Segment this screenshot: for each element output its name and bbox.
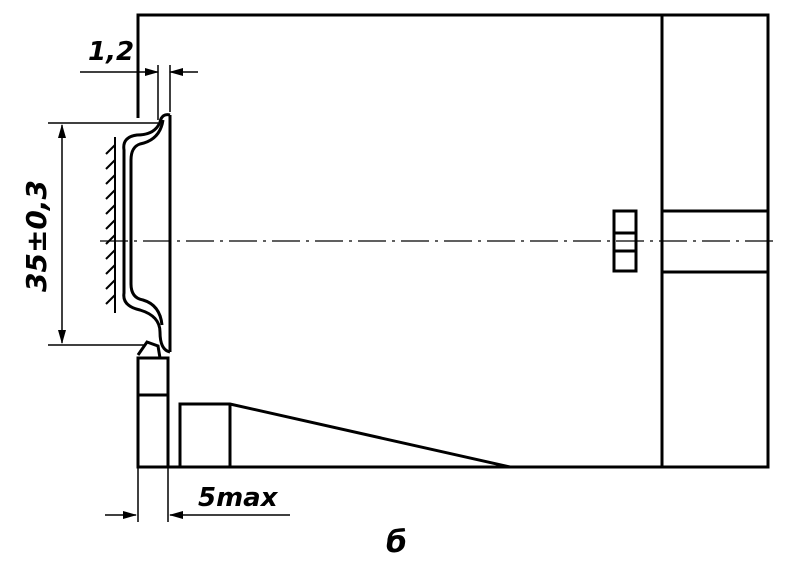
dimension-clearance-label: 1,2: [88, 37, 134, 67]
dimension-clearance: [80, 65, 198, 120]
shaft-stub: [662, 209, 768, 274]
dimension-diameter-label: 35±0,3: [20, 180, 53, 292]
figure-caption: б: [386, 525, 407, 560]
cup-part: [122, 113, 172, 354]
dimension-gap-label: 5max: [198, 483, 279, 513]
lower-clamp: [136, 340, 170, 467]
dimension-gap: [105, 467, 290, 522]
wedge-pusher: [178, 402, 511, 469]
hatched-support: [105, 137, 116, 313]
dimension-diameter: [48, 122, 158, 346]
